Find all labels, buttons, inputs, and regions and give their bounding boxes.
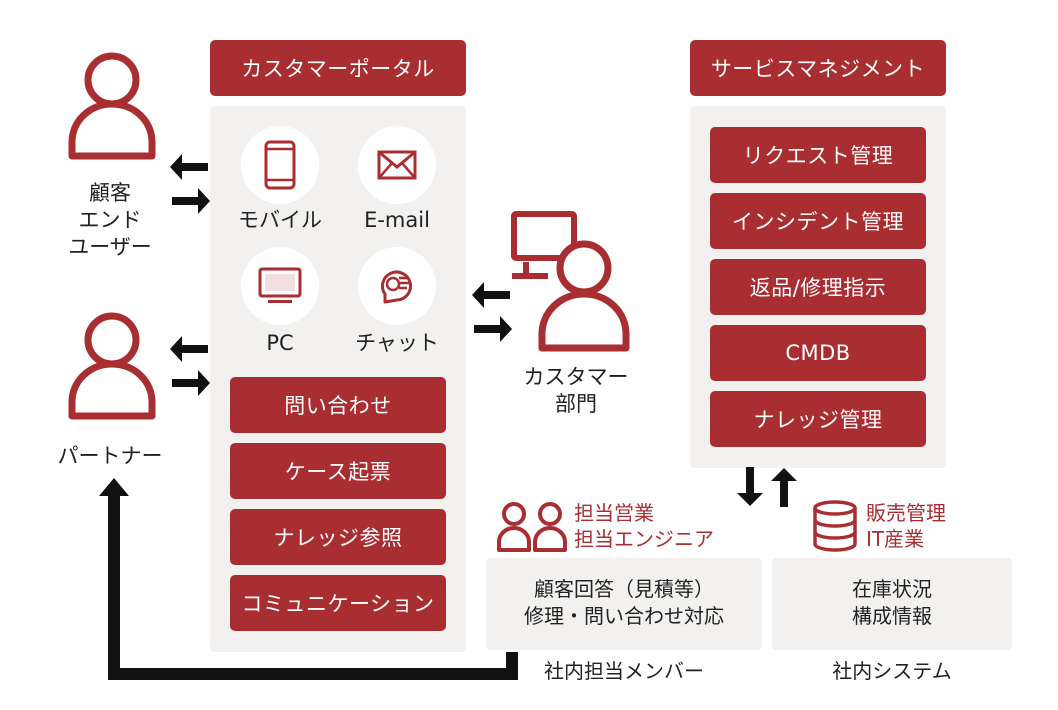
sm-function-request: リクエスト管理 xyxy=(710,127,926,183)
portal-function-communication: コミュニケーション xyxy=(230,575,446,631)
customer-portal-title: カスタマーポータル xyxy=(210,40,466,96)
sm-internal-exchange-arrows xyxy=(734,465,804,509)
staff-caption: 社内担当メンバー xyxy=(544,659,704,683)
end-user-label: 顧客 エンド ユーザー xyxy=(68,181,152,259)
mobile-phone-icon xyxy=(264,140,296,190)
end-user-exchange-arrows xyxy=(168,152,212,222)
envelope-icon xyxy=(377,150,417,180)
end-user-person-icon xyxy=(66,50,158,160)
email-label: E-mail xyxy=(364,208,430,232)
sm-function-incident: インシデント管理 xyxy=(710,193,926,249)
partner-label: パートナー xyxy=(57,444,163,468)
partner-person-icon xyxy=(66,310,158,420)
portal-dept-exchange-arrows xyxy=(470,280,514,350)
staff-group-icon xyxy=(496,500,568,552)
portal-function-case: ケース起票 xyxy=(230,443,446,499)
customer-dept-operator-icon xyxy=(508,210,638,356)
portal-function-inquiry: 問い合わせ xyxy=(230,377,446,433)
mobile-channel-circle xyxy=(241,126,319,204)
sm-function-knowledge: ナレッジ管理 xyxy=(710,391,926,447)
pc-label: PC xyxy=(266,331,294,355)
pc-channel-circle xyxy=(241,247,319,325)
email-channel-circle xyxy=(358,126,436,204)
service-management-title: サービスマネジメント xyxy=(690,40,946,96)
database-icon xyxy=(812,500,858,552)
portal-function-knowledge: ナレッジ参照 xyxy=(230,509,446,565)
mobile-label: モバイル xyxy=(238,208,322,232)
system-roles: 販売管理 IT産業 xyxy=(866,501,946,551)
sm-function-cmdb: CMDB xyxy=(710,325,926,381)
staff-panel xyxy=(486,558,762,650)
chat-channel-circle xyxy=(358,247,436,325)
system-panel xyxy=(772,558,1012,650)
system-data: 在庫状況 構成情報 xyxy=(852,577,932,628)
customer-dept-label: カスタマー 部門 xyxy=(523,365,629,416)
staff-roles: 担当営業 担当エンジニア xyxy=(574,501,714,551)
partner-exchange-arrows xyxy=(168,334,212,404)
chat-bubble-icon xyxy=(381,270,412,304)
staff-tasks: 顧客回答（見積等） 修理・問い合わせ対応 xyxy=(524,577,724,628)
sm-function-return-repair: 返品/修理指示 xyxy=(710,259,926,315)
chat-label: チャット xyxy=(355,331,439,355)
monitor-icon xyxy=(258,267,302,303)
system-caption: 社内システム xyxy=(832,659,952,683)
